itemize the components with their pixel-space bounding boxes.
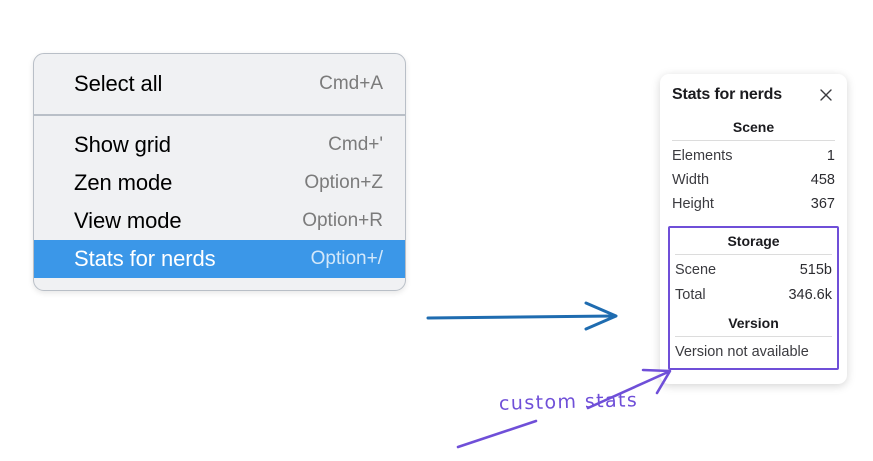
menu-item-shortcut: Option+/ <box>310 248 383 269</box>
version-not-available-text: Version not available <box>675 343 809 360</box>
stat-row-storage-total: Total 346.6k <box>675 283 832 307</box>
section-storage: Storage Scene 515b Total 346.6k <box>675 231 832 306</box>
menu-group-1: Select all Cmd+A <box>34 65 405 103</box>
menu-item-label: Show grid <box>74 132 171 157</box>
stat-value: 515b <box>799 262 832 279</box>
stat-value: 346.6k <box>788 286 832 303</box>
menu-item-label: Stats for nerds <box>74 246 216 271</box>
context-menu[interactable]: Select all Cmd+A Show grid Cmd+' Zen mod… <box>33 53 406 291</box>
section-heading-storage: Storage <box>727 233 780 250</box>
menu-separator <box>34 114 405 116</box>
menu-item-show-grid[interactable]: Show grid Cmd+' <box>34 126 405 164</box>
underline-stroke-icon <box>456 419 538 449</box>
stat-label: Total <box>675 286 706 303</box>
panel-title: Stats for nerds <box>672 86 782 103</box>
stat-row-height: Height 367 <box>672 192 835 216</box>
menu-item-shortcut: Cmd+' <box>328 134 383 155</box>
menu-item-label: View mode <box>74 208 182 233</box>
menu-item-zen-mode[interactable]: Zen mode Option+Z <box>34 164 405 202</box>
arrow-right-icon <box>426 301 618 331</box>
stat-label: Height <box>672 196 714 213</box>
menu-item-view-mode[interactable]: View mode Option+R <box>34 202 405 240</box>
menu-item-shortcut: Option+R <box>302 210 383 231</box>
menu-item-label: Zen mode <box>74 170 173 195</box>
custom-stats-annotation-label: custom stats <box>498 389 639 415</box>
stat-value: 458 <box>810 172 835 189</box>
section-version: Version Version not available <box>675 307 832 362</box>
menu-item-shortcut: Option+Z <box>304 172 383 193</box>
section-rule <box>675 335 832 337</box>
section-heading-scene: Scene <box>732 119 775 135</box>
stat-value: 367 <box>810 196 835 213</box>
stat-label: Width <box>672 172 710 189</box>
stat-value: 1 <box>826 148 835 164</box>
close-icon[interactable] <box>817 86 835 104</box>
stat-row-elements: Elements 1 <box>672 144 835 168</box>
stat-row-storage-scene: Scene 515b <box>675 258 832 282</box>
section-heading-version: Version <box>728 314 779 331</box>
panel-header: Stats for nerds <box>672 86 835 104</box>
section-rule <box>675 254 832 256</box>
menu-item-label: Select all <box>74 71 163 96</box>
stats-for-nerds-panel: Stats for nerds Scene Elements 1 Width 4… <box>660 74 847 384</box>
menu-item-select-all[interactable]: Select all Cmd+A <box>34 65 405 103</box>
menu-group-2: Show grid Cmd+' Zen mode Option+Z View m… <box>34 126 405 278</box>
stat-label: Scene <box>675 262 717 279</box>
menu-item-stats-for-nerds[interactable]: Stats for nerds Option+/ <box>34 240 405 278</box>
custom-stats-highlight-box: Storage Scene 515b Total 346.6k Version … <box>668 226 839 370</box>
stat-row-width: Width 458 <box>672 168 835 192</box>
menu-item-shortcut: Cmd+A <box>319 73 383 94</box>
section-scene: Scene Elements 1 Width 458 Height 367 <box>672 117 835 216</box>
stat-label: Elements <box>672 148 733 164</box>
section-rule <box>672 140 835 141</box>
